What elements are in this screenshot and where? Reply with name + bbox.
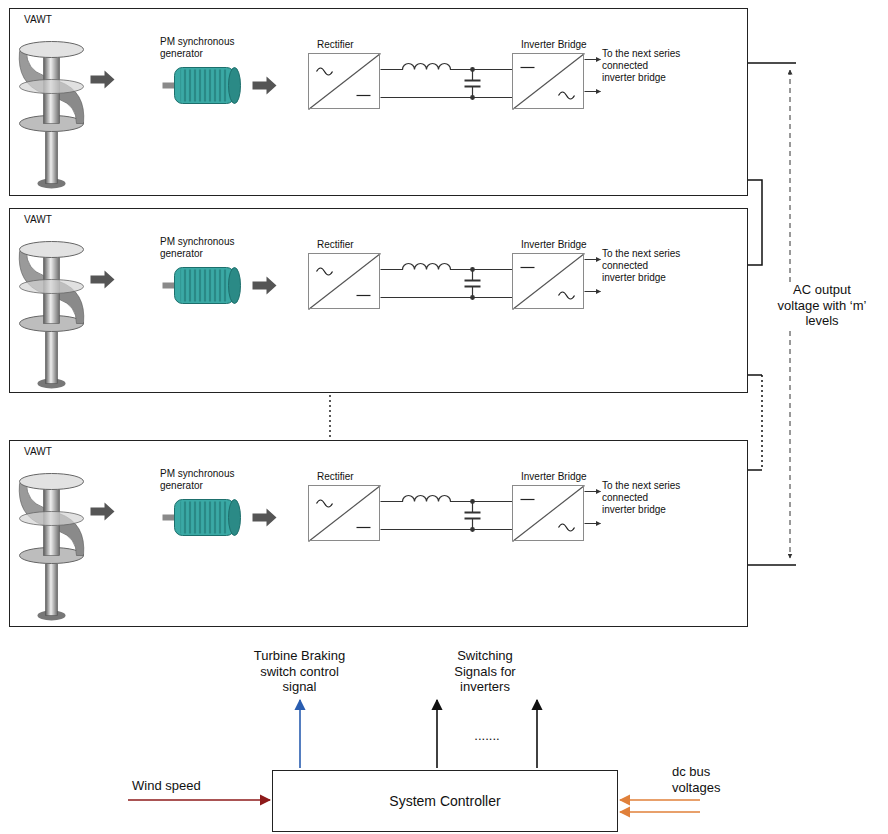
signal-label: Turbine Braking switch control signal [252, 648, 347, 695]
output-note: To the next series connected inverter br… [602, 48, 684, 84]
wind-unit-panel: RectifierInverter Bridge [9, 8, 748, 196]
braking-signal-arrow [299, 700, 301, 768]
wind-unit [19, 242, 600, 389]
block-heading: Inverter Bridge [521, 39, 587, 50]
wind-unit-panel: RectifierInverter Bridge [9, 208, 748, 393]
inverter-box: Inverter Bridge [512, 253, 584, 309]
signal-label: Switching Signals for inverters [440, 648, 530, 695]
block-heading: Rectifier [317, 239, 354, 250]
wind-speed-arrow [128, 799, 270, 801]
rectifier-box: Rectifier [308, 53, 380, 109]
inverter-box: Inverter Bridge [512, 53, 584, 109]
switching-signal-arrow [436, 700, 438, 768]
turbine-label: VAWT [24, 446, 52, 458]
ellipsis: ....... [462, 728, 512, 744]
continuation-dots [329, 395, 331, 439]
inverter-box: Inverter Bridge [512, 485, 584, 541]
block-heading: Inverter Bridge [521, 471, 587, 482]
wind-unit [19, 42, 600, 189]
ac-output-label: AC output voltage with ‘m’ levels [776, 282, 868, 329]
wind-unit [19, 474, 600, 621]
input-label: dc bus voltages [672, 764, 732, 795]
controller-title: System Controller [389, 793, 500, 809]
controller-box: System Controller [272, 770, 618, 832]
output-note: To the next series connected inverter br… [602, 248, 684, 284]
dc-bus-arrow [620, 811, 700, 813]
block-heading: Inverter Bridge [521, 239, 587, 250]
output-note: To the next series connected inverter br… [602, 480, 684, 516]
rectifier-box: Rectifier [308, 253, 380, 309]
input-label: Wind speed [132, 778, 201, 794]
turbine-label: VAWT [24, 14, 52, 26]
wind-unit-panel: RectifierInverter Bridge [9, 440, 748, 627]
generator-label: PM synchronous generator [160, 236, 250, 260]
rectifier-box: Rectifier [308, 485, 380, 541]
generator-label: PM synchronous generator [160, 36, 250, 60]
switching-signal-arrow [536, 700, 538, 768]
block-heading: Rectifier [317, 39, 354, 50]
generator-label: PM synchronous generator [160, 468, 250, 492]
dc-bus-arrow [620, 799, 700, 801]
turbine-label: VAWT [24, 214, 52, 226]
block-heading: Rectifier [317, 471, 354, 482]
